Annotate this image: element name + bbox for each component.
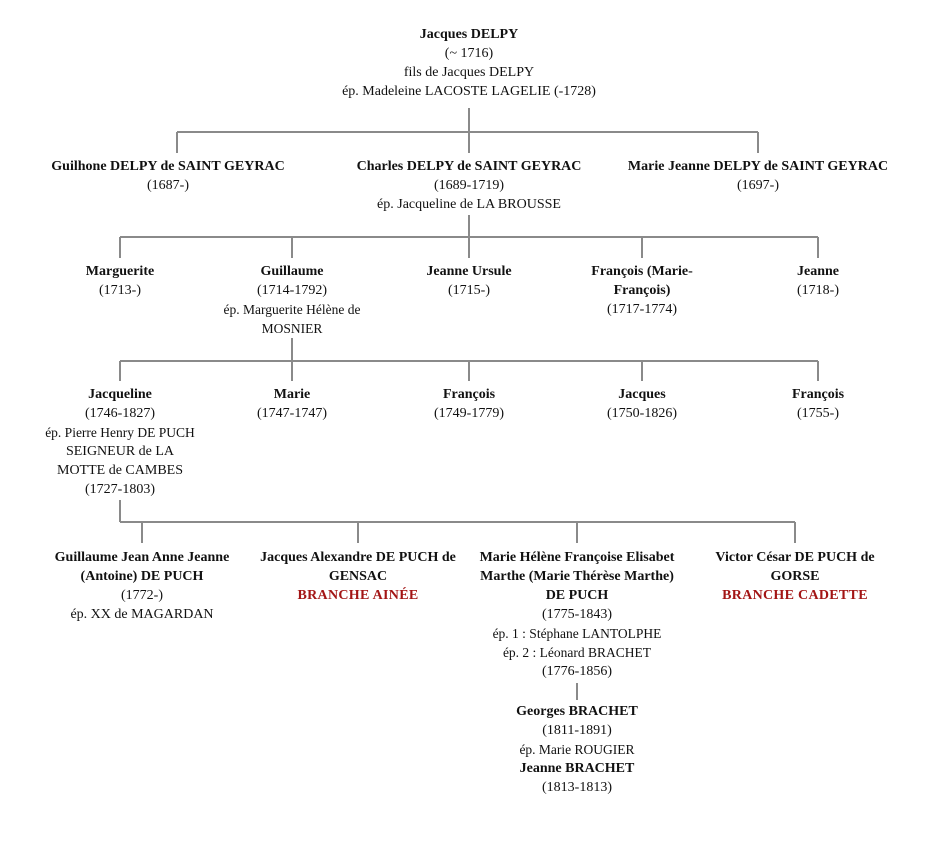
person-victor-cesar: Victor César DE PUCH de GORSE BRANCHE CA… [695,548,895,605]
person-jeanne: Jeanne (1718-) [748,262,888,300]
person-spouse: ép. XX de MAGARDAN [70,607,214,622]
person-name-cont: GORSE [770,569,820,584]
person-jacques-delpy-root: Jacques DELPY (~ 1716) fils de Jacques D… [339,25,599,101]
person-guilhone: Guilhone DELPY de SAINT GEYRAC (1687-) [18,157,318,195]
person-marie-helene: Marie Hélène Françoise Elisabet Marthe (… [462,548,692,681]
person-name: Guillaume [260,264,324,279]
person-name: Victor César DE PUCH de [715,550,875,565]
person-dates: (1713-) [99,283,141,298]
person-spouse-title-cont: MOTTE de CAMBES [57,463,183,478]
person-name: Marie Hélène Françoise Elisabet [479,550,675,565]
person-name: François [791,387,845,402]
person-name: Marguerite [85,264,155,279]
branch-label-ainee: BRANCHE AINÉE [297,588,419,603]
person-spouse-1: ép. 1 : Stéphane LANTOLPHE [492,626,662,641]
person-jacques-1750: Jacques (1750-1826) [562,385,722,423]
person-spouse: ép. Jacqueline de LA BROUSSE [377,197,561,212]
person-guillaume-jean-anne-jeanne: Guillaume Jean Anne Jeanne (Antoine) DE … [32,548,252,624]
person-spouse-dates: (1776-1856) [542,664,612,679]
person-francois-1755: François (1755-) [748,385,888,423]
person-spouse: ép. Marie ROUGIER [519,742,635,757]
person-name: Guilhone DELPY de SAINT GEYRAC [51,159,285,174]
person-name: Jeanne Ursule [426,264,512,279]
person-francois-1749: François (1749-1779) [389,385,549,423]
person-jeanne-ursule: Jeanne Ursule (1715-) [389,262,549,300]
person-spouse-2: ép. 2 : Léonard BRACHET [502,645,652,660]
person-name: Marie [273,387,311,402]
person-name: Guillaume Jean Anne Jeanne [54,550,230,565]
person-name: Jacqueline [88,387,152,402]
person-jacqueline: Jacqueline (1746-1827) ép. Pierre Henry … [20,385,220,499]
person-marie-jeanne: Marie Jeanne DELPY de SAINT GEYRAC (1697… [598,157,918,195]
person-dates: (1772-) [121,588,163,603]
person-name: François (Marie- [591,264,693,279]
person-dates: (1746-1827) [85,406,155,421]
person-dates: (1718-) [797,283,839,298]
person-dates: (1750-1826) [607,406,677,421]
person-name-cont: (Antoine) DE PUCH [80,569,204,584]
person-dates: (1811-1891) [542,723,612,738]
person-name: Georges BRACHET [516,704,638,719]
person-name: Jeanne BRACHET [519,761,635,776]
person-dates: (1715-) [448,283,490,298]
person-name-cont: François) [613,283,671,298]
person-spouse-dates: (1727-1803) [85,482,155,497]
person-marie: Marie (1747-1747) [212,385,372,423]
person-guillaume: Guillaume (1714-1792) ép. Marguerite Hél… [197,262,387,338]
person-name-cont: GENSAC [328,569,388,584]
person-dates: (1687-) [147,178,189,193]
person-spouse: ép. Madeleine LACOSTE LAGELIE (-1728) [342,84,596,99]
person-francois-marie-francois: François (Marie- François) (1717-1774) [557,262,727,319]
person-name: Marie Jeanne DELPY de SAINT GEYRAC [627,159,889,174]
person-dates: (1813-1813) [542,780,612,795]
person-dates: (1775-1843) [542,607,612,622]
person-dates: (1747-1747) [257,406,327,421]
person-dates: (1714-1792) [257,283,327,298]
person-name: Jeanne [797,264,839,279]
branch-label-cadette: BRANCHE CADETTE [722,588,868,603]
person-spouse: ép. Marguerite Hélène de [223,302,361,317]
person-dates: (1689-1719) [434,178,504,193]
person-name-cont-2: DE PUCH [545,588,609,603]
person-jacques-alexandre: Jacques Alexandre DE PUCH de GENSAC BRAN… [252,548,464,605]
person-jeanne-brachet: Jeanne BRACHET (1813-1813) [477,759,677,797]
person-spouse: ép. Pierre Henry DE PUCH [45,425,195,440]
person-georges-brachet: Georges BRACHET (1811-1891) ép. Marie RO… [477,702,677,759]
person-name: Jacques Alexandre DE PUCH de [260,550,456,565]
person-name: Jacques [618,387,666,402]
person-name: Jacques DELPY [419,27,519,42]
person-name: Charles DELPY de SAINT GEYRAC [356,159,582,174]
person-dates: (1749-1779) [434,406,504,421]
person-name-cont: Marthe (Marie Thérèse Marthe) [480,569,674,584]
person-dates: (1755-) [797,406,839,421]
person-name: François [442,387,496,402]
person-spouse-cont: MOSNIER [261,321,323,336]
person-dates: (~ 1716) [444,46,494,61]
person-dates: (1697-) [737,178,779,193]
person-charles: Charles DELPY de SAINT GEYRAC (1689-1719… [319,157,619,214]
person-dates: (1717-1774) [607,302,677,317]
person-parent: fils de Jacques DELPY [403,65,535,80]
person-marguerite: Marguerite (1713-) [40,262,200,300]
person-spouse-title: SEIGNEUR de LA [65,444,175,459]
